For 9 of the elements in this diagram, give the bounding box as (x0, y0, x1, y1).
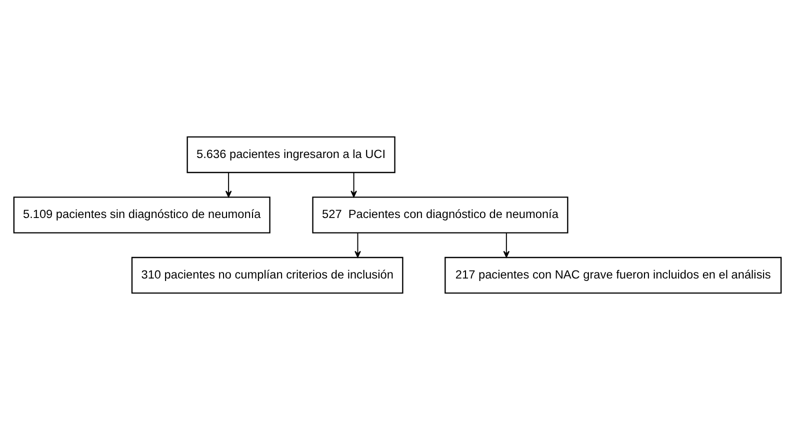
arrow (503, 232, 510, 258)
arrow (225, 172, 232, 198)
node-box: 5.636 pacientes ingresaron a la UCI (186, 136, 396, 174)
node-box: 527 Pacientes con diagnóstico de neumonía (312, 196, 568, 234)
arrow (354, 232, 361, 258)
arrow (350, 172, 357, 198)
node-box: 217 pacientes con NAC grave fueron incluidos en el análisis (444, 256, 782, 294)
node-box: 5.109 pacientes sin diagnóstico de neumonía (13, 196, 270, 234)
node-box: 310 pacientes no cumplían criterios de inclusión (131, 256, 404, 294)
